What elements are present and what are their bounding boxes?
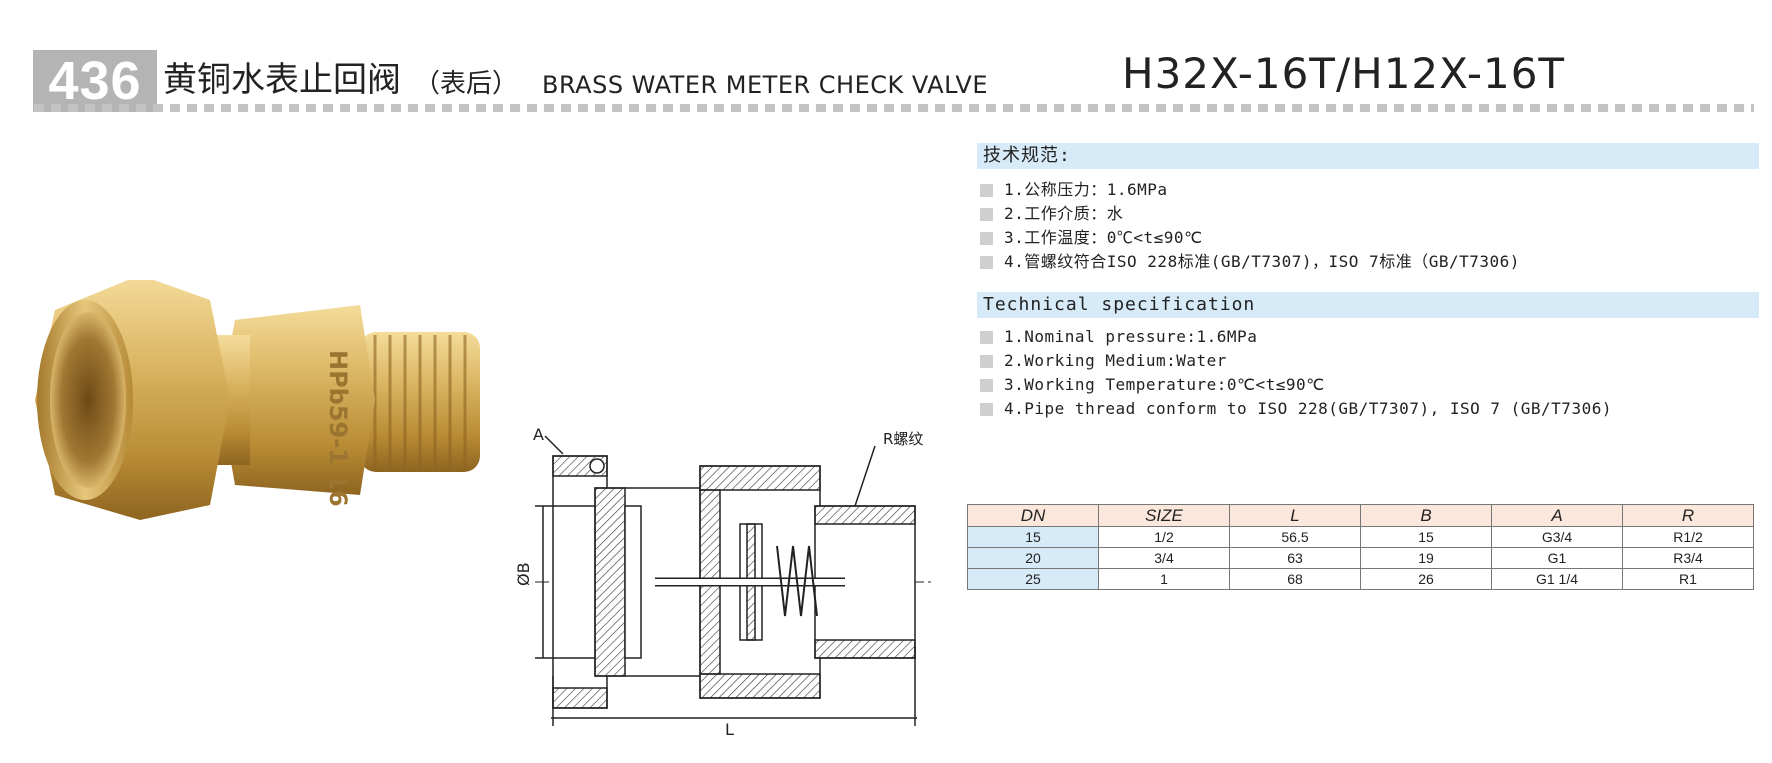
table-header-cell: B	[1360, 504, 1492, 527]
bullet-square-icon	[980, 355, 993, 368]
label-r-thread: R螺纹	[883, 430, 923, 448]
table-cell: 63	[1229, 547, 1361, 569]
table-cell: 68	[1229, 568, 1361, 590]
spec-cn-heading: 技术规范:	[977, 143, 1759, 169]
table-cell: 1/2	[1098, 526, 1230, 548]
section-drawing: A R螺纹 ØB L	[515, 426, 935, 736]
title-english: BRASS WATER METER CHECK VALVE	[542, 71, 988, 99]
label-a: A	[533, 426, 544, 444]
table-header-row: DN SIZE L B A R	[967, 504, 1754, 527]
product-photo: HPb59-1 16	[35, 280, 480, 520]
spec-en-item: 2.Working Medium:Water	[980, 349, 1612, 373]
table-cell: 19	[1360, 547, 1492, 569]
spec-cn-item: 3.工作温度：0℃<t≤90℃	[980, 226, 1520, 250]
table-header-cell: L	[1229, 504, 1361, 527]
spec-cn-item: 4.管螺纹符合ISO 228标准(GB/T7307)，ISO 7标准（GB/T7…	[980, 250, 1520, 274]
table-cell: G1	[1491, 547, 1623, 569]
model-number: H32X-16T/H12X-16T	[1122, 49, 1566, 98]
table-cell: G3/4	[1491, 526, 1623, 548]
body-hex	[220, 305, 375, 495]
table-cell: 3/4	[1098, 547, 1230, 569]
title-chinese: 黄铜水表止回阀	[163, 60, 401, 100]
table-cell: 15	[1360, 526, 1492, 548]
bullet-square-icon	[980, 184, 993, 197]
bore	[50, 312, 126, 488]
table-header-cell: R	[1622, 504, 1754, 527]
spec-en-heading: Technical specification	[977, 292, 1759, 318]
table-row: 15 1/2 56.5 15 G3/4 R1/2	[967, 526, 1754, 548]
spec-cn-list: 1.公称压力：1.6MPa 2.工作介质：水 3.工作温度：0℃<t≤90℃ 4…	[980, 178, 1520, 274]
bullet-square-icon	[980, 379, 993, 392]
table-row: 20 3/4 63 19 G1 R3/4	[967, 547, 1754, 569]
table-header-cell: DN	[967, 504, 1099, 527]
label-b: ØB	[515, 562, 533, 586]
table-header-cell: SIZE	[1098, 504, 1230, 527]
table-cell: R1/2	[1622, 526, 1754, 548]
spec-en-list: 1.Nominal pressure:1.6MPa 2.Working Medi…	[980, 325, 1612, 421]
bullet-square-icon	[980, 208, 993, 221]
label-l: L	[725, 720, 734, 736]
title-chinese-sub: （表后）	[414, 69, 519, 99]
bullet-square-icon	[980, 232, 993, 245]
table-cell: 25	[967, 568, 1099, 590]
spec-en-item: 3.Working Temperature:0℃<t≤90℃	[980, 373, 1612, 397]
bullet-square-icon	[980, 256, 993, 269]
spec-en-item: 1.Nominal pressure:1.6MPa	[980, 325, 1612, 349]
item-number-badge: 436	[33, 50, 157, 112]
product-marking: HPb59-1 16	[324, 350, 352, 507]
table-cell: 1	[1098, 568, 1230, 590]
dimension-table: DN SIZE L B A R 15 1/2 56.5 15 G3/4 R1/2…	[967, 504, 1754, 590]
table-cell: R1	[1622, 568, 1754, 590]
table-cell: 56.5	[1229, 526, 1361, 548]
table-cell: G1 1/4	[1491, 568, 1623, 590]
bullet-square-icon	[980, 331, 993, 344]
table-row: 25 1 68 26 G1 1/4 R1	[967, 568, 1754, 590]
spec-cn-item: 1.公称压力：1.6MPa	[980, 178, 1520, 202]
spec-en-item: 4.Pipe thread conform to ISO 228(GB/T730…	[980, 397, 1612, 421]
table-cell: 26	[1360, 568, 1492, 590]
table-header-cell: A	[1491, 504, 1623, 527]
spec-cn-item: 2.工作介质：水	[980, 202, 1520, 226]
header-divider	[34, 104, 1754, 112]
table-cell: 15	[967, 526, 1099, 548]
table-cell: R3/4	[1622, 547, 1754, 569]
bullet-square-icon	[980, 403, 993, 416]
table-cell: 20	[967, 547, 1099, 569]
